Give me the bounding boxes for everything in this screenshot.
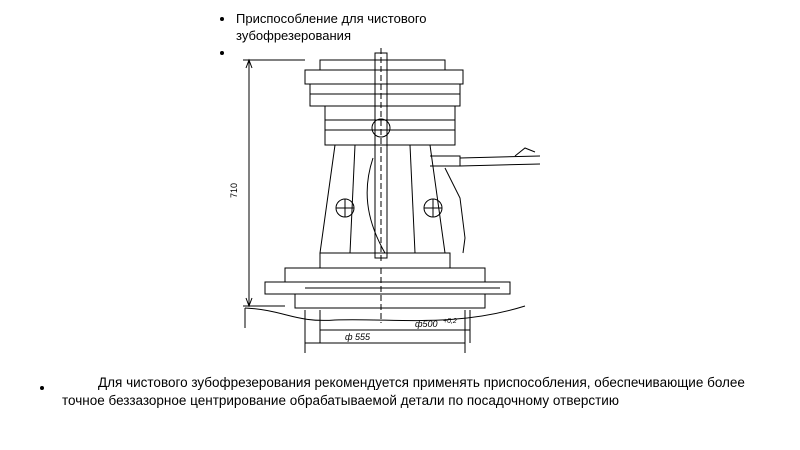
height-dimension-label: 710 (229, 183, 239, 198)
empty-bullet (218, 44, 518, 61)
slide-title: Приспособление для чистового зубофрезеро… (236, 11, 427, 43)
body-paragraph: Для чистового зубофрезерования рекоменду… (62, 375, 745, 408)
bullet-dot-icon (40, 386, 44, 390)
fixture-technical-drawing: 710 ф500 +0,2 ф 555 (225, 48, 540, 353)
technical-drawing-svg: 710 ф500 +0,2 ф 555 (229, 48, 540, 353)
title-bullet: Приспособление для чистового зубофрезеро… (218, 10, 518, 44)
title-bullet-list: Приспособление для чистового зубофрезеро… (218, 10, 518, 61)
bullet-dot-icon (220, 17, 224, 21)
body-bullet: Для чистового зубофрезерования рекоменду… (40, 374, 760, 410)
inner-diameter-tolerance: +0,2 (443, 318, 457, 325)
bullet-dot-icon (220, 51, 224, 55)
outer-diameter-label: ф 555 (345, 332, 371, 342)
inner-diameter-label: ф500 (415, 319, 438, 329)
